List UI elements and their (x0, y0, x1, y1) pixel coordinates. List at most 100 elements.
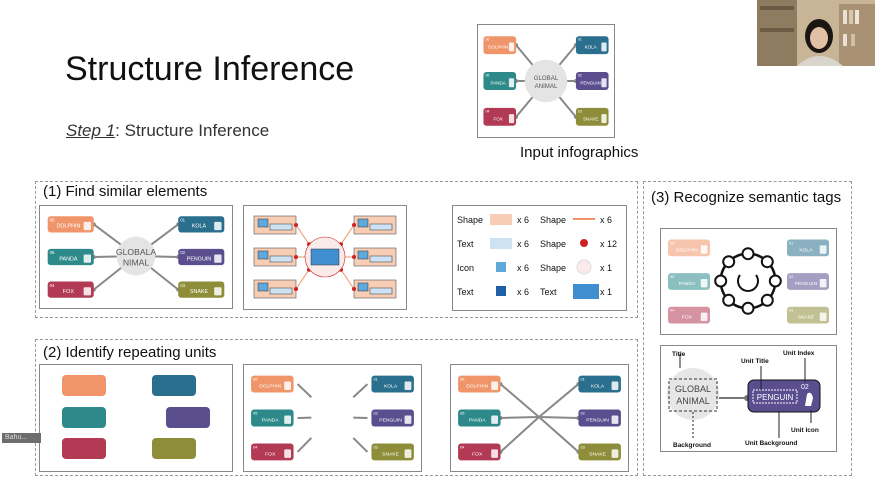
legend-count: x 6 (517, 287, 529, 297)
legend-swatch (573, 284, 599, 299)
unit-index: 02 (180, 250, 185, 255)
legend-count: x 6 (517, 239, 529, 249)
unit-name: PENGUIN (586, 417, 609, 423)
cycle-node (741, 247, 755, 261)
legend-swatch (496, 262, 506, 272)
unit-name: PANDA (679, 281, 696, 287)
unit-title-text: PENGUIN (757, 393, 794, 402)
unit-name: SNAKE (583, 116, 598, 121)
connector-line (538, 416, 580, 453)
unit-shape (47, 216, 94, 233)
unit-shape (578, 409, 621, 427)
center-circle (524, 59, 568, 103)
panel-title-repeating-units: (2) Identify repeating units (43, 344, 217, 361)
unit-name: SNAKE (190, 289, 209, 295)
unit-shape (178, 248, 225, 266)
webcam-video (757, 0, 875, 66)
unit-name: DOLPHIN (259, 383, 281, 389)
legend-count: x 12 (600, 239, 617, 249)
center-line-1: GLOBALA (116, 247, 157, 257)
unit-name: FOX (493, 116, 502, 121)
connector-line (340, 224, 355, 245)
legend-swatch (580, 239, 588, 247)
text-box (369, 287, 393, 295)
unit-name: KOLA (799, 247, 813, 253)
legend-label: Shape (540, 239, 566, 249)
unit-name: DOLPHIN (57, 224, 81, 230)
unit-name: FOX (472, 451, 483, 457)
legend-label: Shape (540, 215, 566, 225)
unit-shape (178, 281, 225, 298)
semantic-tags-diagram: Title GLOBAL ANIMAL Background PENGUIN 0… (660, 345, 837, 452)
legend-count: x 1 (600, 287, 612, 297)
unit-name: PANDA (59, 256, 77, 262)
animal-icon (611, 415, 619, 424)
unit-index: 06 (253, 377, 258, 382)
animal-icon (700, 312, 708, 321)
center-line-2: ANIMAL (676, 396, 710, 406)
input-caption: Input infographics (520, 144, 639, 161)
infographic-section1-svg: GLOBALANIMAL06DOLPHIN05PANDA04FOX01KOLA0… (47, 216, 225, 298)
step-heading: Step 1: Structure Inference (66, 121, 269, 141)
animal-icon (404, 415, 412, 424)
legend-label: Icon (457, 263, 474, 273)
animal-icon (404, 381, 412, 391)
unit-shape (458, 375, 501, 393)
panel-title-find-similar: (1) Find similar elements (43, 183, 208, 200)
connector-line (340, 269, 355, 290)
icon-box (357, 282, 369, 292)
unit-index: 04 (50, 283, 55, 288)
connector-dot (294, 287, 298, 291)
webcam-scene (757, 0, 875, 66)
unit-index: 02 (578, 74, 582, 78)
text-box (369, 223, 393, 231)
background-circle (667, 368, 719, 420)
connector-line (538, 383, 580, 418)
semantic-tags-svg: Title GLOBAL ANIMAL Background PENGUIN 0… (667, 350, 821, 449)
unit-shape (178, 216, 225, 233)
text-box (269, 255, 293, 263)
animal-icon (700, 245, 708, 254)
text-box (369, 255, 393, 263)
connector-line (296, 383, 313, 398)
unit-name: KOLA (591, 383, 605, 389)
unit-index: 06 (460, 377, 465, 382)
unit-shape (575, 36, 609, 55)
legend-count: x 1 (600, 263, 612, 273)
connector-line (538, 416, 579, 419)
unit-shapes-svg (62, 375, 210, 459)
unit-shape (668, 239, 710, 257)
tag-title: Title (672, 351, 686, 358)
connector-line (296, 437, 313, 453)
unit-shape (371, 375, 414, 393)
unit-shape (787, 306, 829, 324)
unit-shape (787, 273, 829, 290)
animal-icon (491, 415, 499, 424)
animal-icon (83, 221, 91, 231)
video-name-badge: Bahu... (2, 433, 41, 443)
tag-unit-index: Unit Index (783, 350, 815, 357)
unit-index: 01 (578, 38, 582, 42)
unit-index: 05 (460, 410, 465, 415)
unit-shape (371, 409, 414, 427)
unit-index: 06 (485, 38, 489, 42)
legend-count: x 6 (600, 215, 612, 225)
legend-label: Text (540, 287, 557, 297)
legend-label: Text (457, 239, 474, 249)
animal-icon (601, 114, 607, 124)
animal-icon (611, 381, 619, 391)
unit-shape (575, 107, 609, 126)
unit-index: 01 (789, 240, 793, 245)
unit-name: PANDA (469, 417, 486, 423)
icon-box (357, 218, 369, 228)
unit-index: 04 (253, 444, 258, 449)
unit-name: DOLPHIN (488, 45, 508, 50)
unit-name: KOLA (192, 224, 207, 230)
element-boxes-svg (253, 215, 397, 299)
tag-unit-title: Unit Title (741, 358, 769, 365)
unit-index: 01 (180, 218, 185, 223)
unit-name: KOLA (585, 45, 597, 50)
